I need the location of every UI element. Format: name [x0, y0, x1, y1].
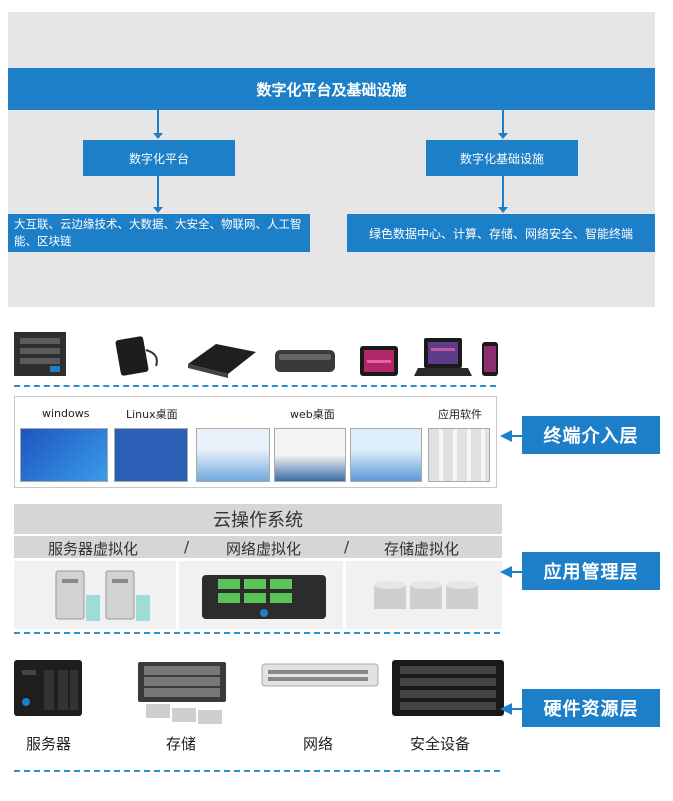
digital-infra-detail: 绿色数据中心、计算、存储、网络安全、智能终端 [368, 226, 633, 241]
tower-server-icon [14, 332, 66, 376]
digital-platform-detail-box: 大互联、云边缘技术、大数据、大安全、物联网、人工智能、区块链 [8, 214, 310, 252]
arrow-down-left-2 [153, 176, 163, 213]
thin-client-box-icon [188, 344, 256, 378]
hw-layer-pointer-line [512, 708, 522, 710]
web-screenshot-2 [274, 428, 346, 482]
tablet-icon [360, 346, 398, 376]
hardware-security-label: 安全设备 [410, 735, 471, 753]
hw-layer-pointer [500, 703, 512, 715]
virtual-server-icon [55, 570, 150, 621]
terminal-layer-tag: 终端介入层 [522, 416, 660, 454]
network-switch-hardware-icon [261, 663, 379, 687]
cloud-os-label: 云操作系统 [213, 510, 303, 531]
platform-title: 数字化平台及基础设施 [256, 80, 407, 99]
linux-screenshot [114, 428, 188, 482]
cloud-os-bar: 云操作系统 [14, 504, 502, 534]
virt-separator-2: / [344, 538, 350, 556]
digital-infra-label: 数字化基础设施 [459, 151, 544, 166]
virt-separator-1: / [184, 538, 190, 556]
hardware-devices [14, 660, 504, 724]
storage-virt-label: 存储虚拟化 [384, 540, 460, 558]
smartphone-icon [482, 342, 498, 376]
windows-screenshot [20, 428, 108, 482]
arrow-down-left [153, 110, 163, 139]
virtualization-icons [55, 570, 478, 621]
security-device-icon [392, 660, 504, 716]
hardware-network-label: 网络 [303, 735, 334, 753]
server-virt-label: 服务器虚拟化 [48, 540, 139, 558]
digital-platform-detail: 大互联、云边缘技术、大数据、大安全、物联网、人工智能、区块链 [14, 217, 302, 248]
app-software-label: 应用软件 [438, 408, 482, 421]
application-layer-tag: 应用管理层 [522, 552, 660, 590]
hardware-storage-label: 存储 [166, 735, 197, 753]
terminal-layer-pointer-line [512, 435, 522, 437]
storage-disks-icon [374, 581, 478, 609]
digital-infra-detail-box: 绿色数据中心、计算、存储、网络安全、智能终端 [347, 214, 655, 252]
arrow-down-right [498, 110, 508, 139]
terminal-devices [14, 332, 498, 378]
web-screenshot-1 [196, 428, 270, 482]
terminal-layer-pointer [500, 430, 512, 442]
hardware-server-label: 服务器 [26, 735, 72, 753]
dashed-separator-1 [14, 385, 496, 387]
dashed-separator-2 [14, 632, 500, 634]
network-switch-icon [202, 575, 326, 619]
virtualization-row: 服务器虚拟化 / 网络虚拟化 / 存储虚拟化 [14, 534, 502, 558]
hardware-layer-tag: 硬件资源层 [522, 689, 660, 727]
digital-platform-box: 数字化平台 [83, 140, 235, 176]
dashed-separator-3 [14, 770, 500, 772]
laptop-icon [414, 338, 472, 376]
storage-array-icon [138, 662, 226, 724]
windows-label: windows [42, 407, 90, 420]
app-layer-pointer [500, 566, 512, 578]
digital-infra-box: 数字化基础设施 [426, 140, 578, 176]
external-drive-icon [115, 336, 158, 376]
mini-pc-icon [275, 350, 335, 372]
digital-platform-label: 数字化平台 [128, 151, 189, 166]
platform-title-bar: 数字化平台及基础设施 [8, 68, 655, 110]
server-hardware-icon [14, 660, 82, 716]
app-layer-pointer-line [512, 571, 522, 573]
terminal-layer-label: 终端介入层 [543, 426, 639, 447]
web-screenshot-3 [350, 428, 422, 482]
network-virt-label: 网络虚拟化 [226, 540, 302, 558]
app-software-screenshot [428, 428, 490, 482]
hardware-layer-label: 硬件资源层 [543, 699, 639, 720]
linux-desktop-label: Linux桌面 [126, 408, 178, 421]
application-layer-label: 应用管理层 [543, 562, 639, 583]
arrow-down-right-2 [498, 176, 508, 213]
web-desktop-label: web桌面 [290, 408, 335, 421]
